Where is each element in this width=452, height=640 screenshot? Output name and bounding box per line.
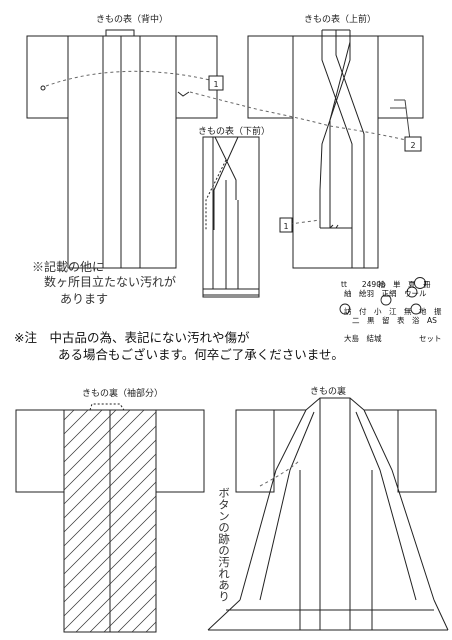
- checklist-code: tt 2490b: [341, 280, 386, 289]
- handwritten-note-line2: 数ヶ所目立たない汚れが: [44, 275, 177, 289]
- marker-1-front: 1: [283, 222, 288, 231]
- marker-2-front: 2: [410, 141, 415, 150]
- kimono-back-view: [26, 29, 218, 269]
- sleeve-hatching: [63, 409, 157, 633]
- notice-line2: ある場合もございます。何卒ご了承くださいませ。: [58, 347, 344, 362]
- checklist-row1: 袷 単 夏 冊: [378, 280, 431, 289]
- handwritten-note-line3: あります: [60, 292, 109, 306]
- label-front-lower-view: きもの表（下前）: [198, 127, 271, 137]
- checklist-row6: 大島 結城 セット: [344, 334, 442, 343]
- checklist-row3: 訪 付 小 江 無 地 振: [344, 307, 442, 316]
- marker-boxes: [208, 75, 422, 233]
- kimono-sleeve-inner-view: [15, 403, 205, 633]
- kimono-inner-view: [207, 397, 449, 631]
- kimono-front-upper-view: [247, 29, 424, 269]
- label-front-upper-view: きもの表（上前）: [304, 15, 377, 25]
- kimono-front-lower-view: [202, 136, 260, 298]
- checklist-row4: 二 黒 留 表 浴 AS: [352, 316, 437, 325]
- notice-line1: ※注 中古品の為、表記にない汚れや傷が: [14, 330, 250, 345]
- marker-1-back: 1: [213, 80, 218, 89]
- label-sleeve-inner-view: きもの裏（袖部分）: [82, 389, 164, 399]
- handwritten-note-line1: ※記載の他に: [32, 260, 105, 274]
- callout-lines: [45, 70, 407, 487]
- checklist-row2: 紬 絵羽 正絹 ウール: [344, 289, 427, 298]
- label-back-view: きもの表（背中）: [96, 15, 169, 25]
- handwritten-vertical-note: ボタンの跡の汚れあり: [217, 487, 231, 602]
- label-inner-view: きもの裏: [310, 387, 347, 397]
- checklist-circles: [339, 277, 426, 315]
